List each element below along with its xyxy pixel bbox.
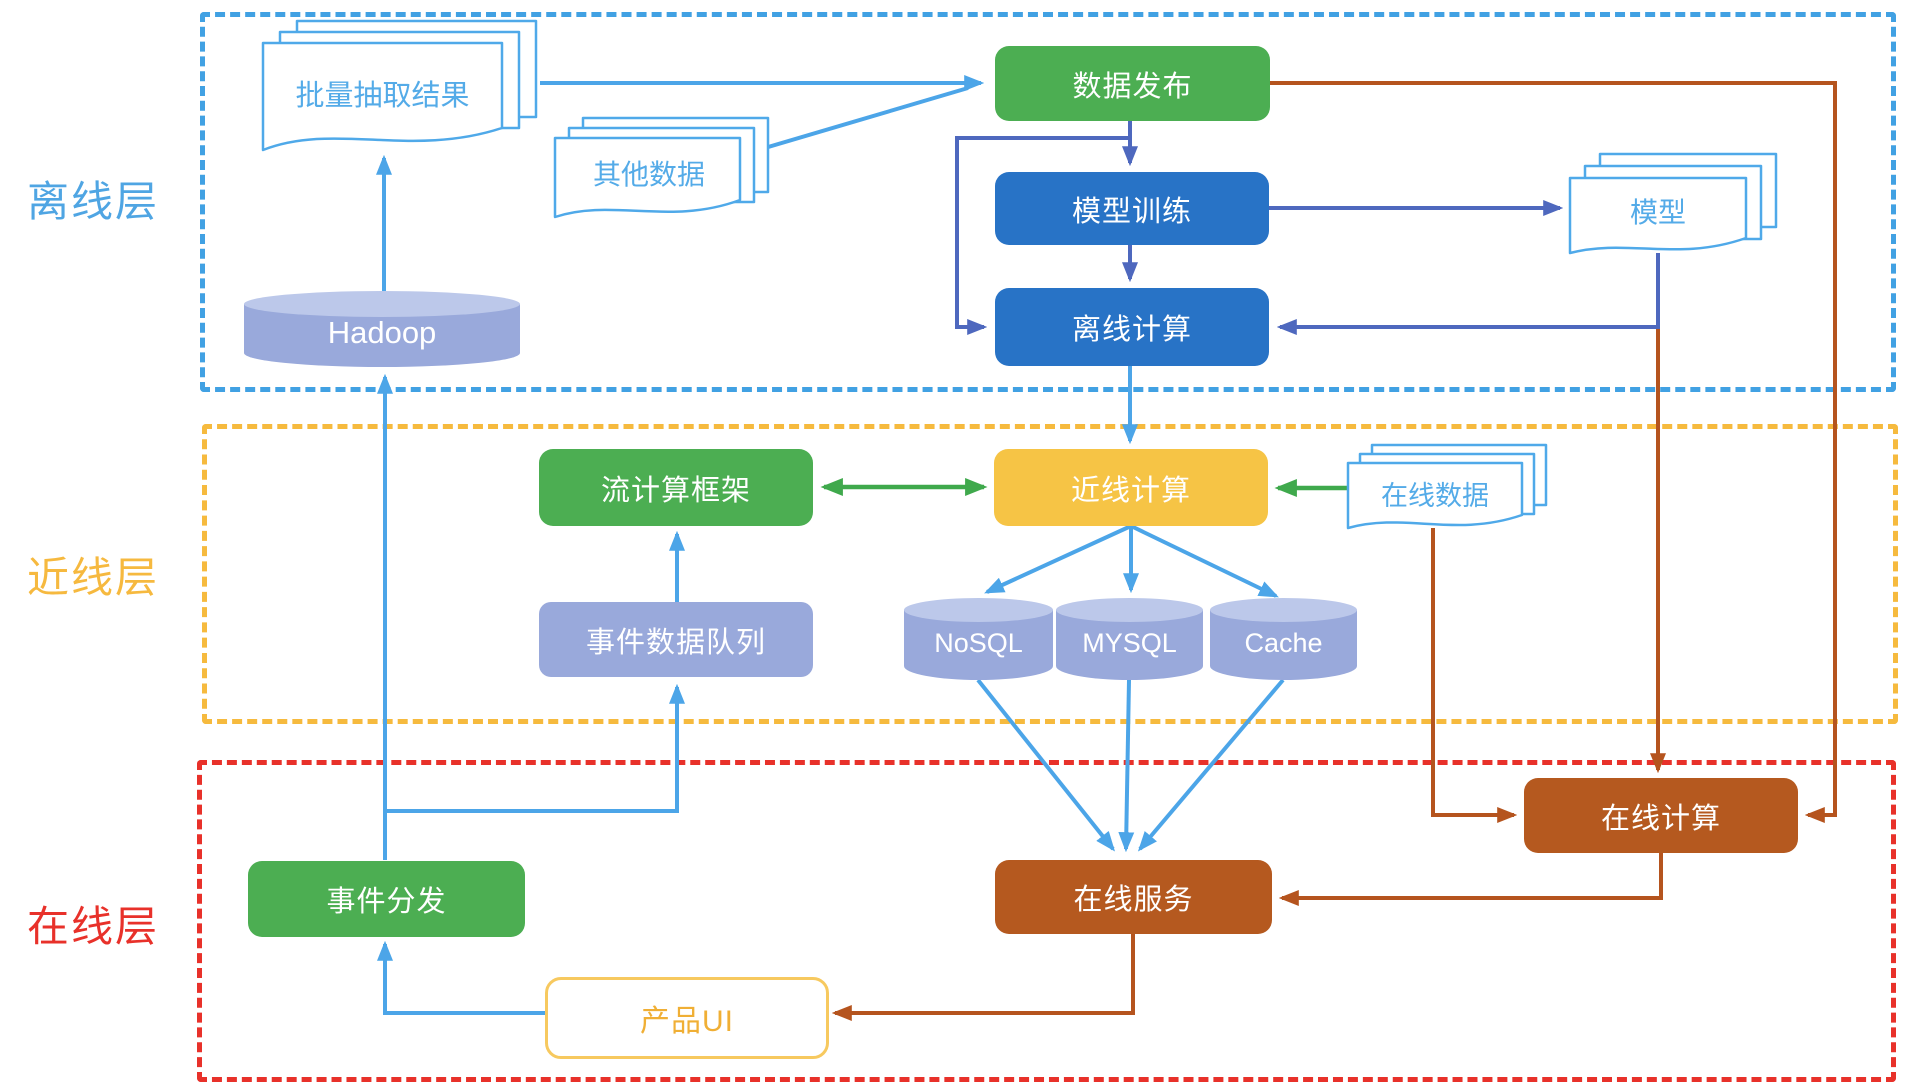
stream-framework-node: 流计算框架 (539, 449, 813, 526)
event-queue-label: 事件数据队列 (585, 626, 766, 659)
model-label: 模型 (1629, 197, 1686, 228)
online-layer-box (197, 760, 1896, 1082)
model-document (1568, 152, 1778, 255)
data-publish-label: 数据发布 (1072, 70, 1193, 103)
nosql-cylinder-cap (904, 598, 1053, 622)
edge-online-data-to-online-compute (1431, 528, 1518, 823)
edge-nearline-to-cache (1130, 524, 1279, 598)
nearline-compute-label: 近线计算 (1070, 474, 1191, 507)
offline-layer-label: 离线层 (27, 178, 160, 225)
offline-compute-label: 离线计算 (1071, 314, 1192, 346)
edge-other-data-to-data-publish (757, 86, 969, 152)
online-data-label: 在线数据 (1381, 480, 1489, 511)
event-queue-node: 事件数据队列 (539, 602, 813, 677)
edge-data-publish-to-online-compute (1270, 81, 1837, 823)
edge-cache-to-online-service (1137, 678, 1285, 852)
edge-model-to-offline-compute (1276, 253, 1660, 335)
edge-mysql-to-online-service (1118, 679, 1135, 853)
nosql-cylinder: NoSQL (904, 598, 1053, 680)
edge-nosql-to-online-service (976, 678, 1115, 852)
online-data-document (1346, 443, 1548, 530)
offline-layer-box (200, 12, 1896, 392)
offline-compute-node: 离线计算 (995, 288, 1269, 366)
event-dispatch-label: 事件分发 (326, 886, 447, 918)
model-training-node: 模型训练 (995, 172, 1269, 245)
online-compute-label: 在线计算 (1600, 802, 1721, 835)
online-service-node: 在线服务 (995, 860, 1272, 934)
document-shapes (261, 19, 1778, 530)
edge-data-publish-to-offline-compute (955, 136, 1130, 335)
mysql-cylinder: MYSQL (1056, 598, 1203, 680)
event-dispatch-node: 事件分发 (248, 861, 525, 937)
online-layer-label: 在线层 (27, 903, 160, 950)
product-ui-node: 产品UI (545, 977, 829, 1059)
edge-online-compute-to-online-service (1278, 853, 1663, 906)
stream-framework-label: 流计算框架 (600, 474, 751, 507)
nearline-compute-node: 近线计算 (994, 449, 1268, 526)
mysql-cylinder-cap (1056, 598, 1203, 622)
online-service-label: 在线服务 (1073, 884, 1194, 916)
edge-event-dispatch-to-event-queue (385, 683, 685, 813)
hadoop-cylinder-cap (244, 291, 520, 317)
nearline-layer-label: 近线层 (27, 554, 160, 601)
cache-cylinder: Cache (1210, 598, 1357, 680)
mysql-label: MYSQL (1082, 627, 1177, 658)
other-data-label: 其他数据 (592, 159, 705, 190)
hadoop-cylinder: Hadoop (244, 291, 520, 367)
light-blue-edges (376, 75, 1285, 1015)
other-data-document (553, 116, 770, 219)
batch-extract-result-document (261, 19, 538, 152)
cache-cylinder-cap (1210, 598, 1357, 622)
green-edges (820, 478, 1348, 497)
nosql-label: NoSQL (934, 627, 1023, 658)
edge-nearline-to-nosql (984, 524, 1132, 594)
indigo-edges (955, 121, 1660, 335)
edge-online-service-to-product-ui (831, 934, 1135, 1021)
cache-label: Cache (1244, 627, 1323, 658)
edge-product-ui-to-event-dispatch (377, 940, 545, 1015)
product-ui-label: 产品UI (640, 1005, 734, 1038)
orange-edges (831, 81, 1837, 1021)
hadoop-label: Hadoop (327, 315, 437, 350)
batch-extract-result-label: 批量抽取结果 (295, 80, 470, 112)
online-compute-node: 在线计算 (1524, 778, 1798, 853)
nearline-layer-box (202, 424, 1898, 724)
model-training-label: 模型训练 (1071, 195, 1192, 228)
data-publish-node: 数据发布 (995, 46, 1270, 121)
